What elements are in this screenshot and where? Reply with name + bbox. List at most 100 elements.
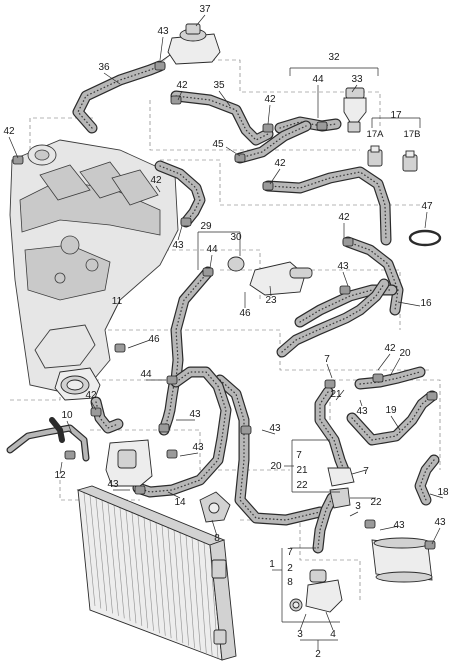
leader-line: [109, 305, 118, 321]
hose-clamp: [316, 121, 328, 131]
leader-line: [359, 399, 363, 407]
callout-21: 21: [296, 465, 308, 476]
hose-body: [315, 387, 349, 475]
leader-line: [209, 254, 213, 269]
leader-line: [342, 271, 349, 287]
hose-clamp: [114, 343, 126, 353]
callout-44: 44: [312, 74, 324, 85]
callout-44: 44: [140, 369, 152, 380]
leader-line: [8, 136, 19, 159]
callout-43: 43: [434, 517, 446, 528]
callout-16: 16: [420, 298, 432, 309]
hose-clamp: [170, 95, 182, 105]
callout-19: 19: [385, 405, 397, 416]
hose-body: [133, 367, 231, 497]
coolant-hoses: [6, 60, 440, 554]
callout-37: 37: [199, 4, 211, 15]
callout-42: 42: [176, 80, 188, 91]
leader-lines: [8, 14, 444, 650]
hose-texture: [347, 241, 399, 311]
callout-7: 7: [296, 450, 302, 461]
callout-43: 43: [172, 240, 184, 251]
leader-line: [335, 389, 345, 401]
callout-20: 20: [270, 461, 282, 472]
oil-cooler-18: [371, 537, 433, 583]
leader-line: [326, 363, 333, 379]
hose-clamp: [339, 285, 351, 295]
hose-texture: [175, 271, 209, 381]
callout-11: 11: [112, 296, 123, 307]
hose-clamp: [234, 153, 246, 163]
hose-clamp: [262, 123, 274, 133]
hose-clamp: [12, 155, 24, 165]
callout-8: 8: [287, 577, 293, 588]
hose-clamp: [166, 375, 178, 385]
callout-12: 12: [54, 470, 66, 481]
callout-8: 8: [214, 533, 220, 544]
hose-clip-47: [408, 229, 442, 247]
hose-body: [313, 493, 337, 553]
callout-36: 36: [98, 62, 110, 73]
callout-20: 20: [399, 348, 411, 359]
callout-43: 43: [269, 423, 281, 434]
hose-clamp: [180, 217, 192, 227]
relay-17a: [367, 145, 383, 167]
callout-30: 30: [230, 232, 242, 243]
leader-line: [177, 225, 183, 241]
callout-46: 46: [148, 334, 160, 345]
leader-line: [325, 611, 334, 631]
hose-texture: [159, 165, 201, 223]
leader-line: [211, 519, 218, 537]
callout-3: 3: [297, 629, 303, 640]
callout-21: 21: [330, 389, 342, 400]
hose-texture: [239, 125, 307, 159]
callout-43: 43: [337, 261, 349, 272]
t-connector-lower: [289, 569, 343, 613]
callout-labels: 37 43 36 35 32 44 33 42 42 42 17 17A 17B…: [3, 4, 449, 660]
hose-texture: [319, 391, 345, 471]
leader-line: [351, 84, 358, 93]
leader-line: [377, 353, 391, 371]
coolant-reservoir-14: [105, 439, 153, 487]
leader-line: [155, 185, 161, 193]
hose-clamp: [64, 450, 76, 460]
callout-43: 43: [192, 442, 204, 453]
hose-clamp: [166, 449, 178, 459]
callout-42: 42: [338, 212, 350, 223]
callout-17a: 17A: [367, 129, 385, 140]
hose-clamp: [262, 181, 274, 191]
hose-body: [347, 391, 437, 445]
hose-body: [171, 267, 213, 385]
leader-line: [389, 357, 401, 377]
callout-18: 18: [437, 487, 449, 498]
flange-21: [327, 467, 355, 509]
relay-17b: [402, 150, 418, 172]
callout-22: 22: [370, 497, 382, 508]
leader-line: [299, 613, 307, 631]
callout-45: 45: [212, 139, 224, 150]
leader-line: [261, 429, 276, 435]
callout-42: 42: [150, 175, 162, 186]
hose-clamp: [134, 485, 146, 495]
callout-43: 43: [157, 26, 169, 37]
callout-35: 35: [213, 80, 225, 91]
hose-clamp: [364, 519, 376, 529]
hose-clamp: [424, 540, 436, 550]
callout-23: 23: [265, 295, 277, 306]
callout-10: 10: [61, 410, 73, 421]
callout-44: 44: [206, 244, 218, 255]
callout-4: 4: [330, 629, 336, 640]
leader-line: [269, 168, 281, 185]
bracket-8: [199, 491, 231, 523]
callout-43: 43: [356, 406, 368, 417]
callout-1: 1: [269, 559, 275, 570]
coolant-pump-valve-33: [343, 87, 367, 133]
hose-texture: [419, 459, 435, 501]
callout-42: 42: [274, 158, 286, 169]
callout-2: 2: [315, 649, 321, 660]
leader-line: [195, 14, 206, 27]
leader-line: [267, 104, 271, 125]
leader-line: [59, 461, 63, 475]
callout-42: 42: [3, 126, 15, 137]
callout-33: 33: [351, 74, 363, 85]
